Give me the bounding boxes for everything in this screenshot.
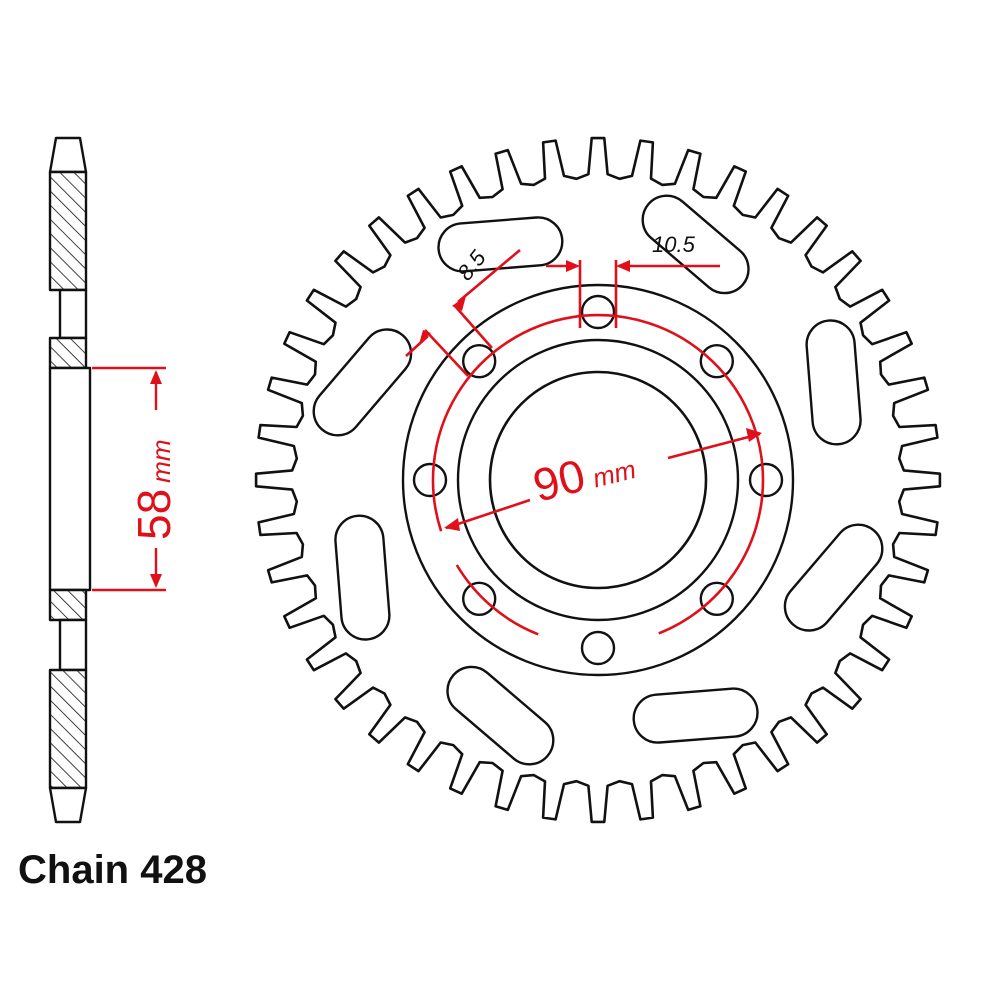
bolt-hole bbox=[462, 581, 497, 616]
bolt-hole bbox=[580, 630, 616, 666]
lightening-slot bbox=[312, 328, 413, 437]
profile-tooth-bottom bbox=[48, 786, 88, 824]
lightening-slot bbox=[334, 514, 391, 641]
lightening-slot bbox=[641, 194, 750, 295]
hub-width-label: 58mm bbox=[128, 440, 180, 541]
bolt-hole bbox=[699, 581, 734, 616]
bolt-hole bbox=[462, 344, 497, 379]
profile-gap-bottom bbox=[58, 618, 88, 672]
bolt-circle-leader-left bbox=[445, 498, 531, 530]
bolt-holes bbox=[412, 294, 784, 666]
profile-hub bbox=[48, 366, 92, 592]
bolt-circle-arc-upper bbox=[431, 313, 765, 532]
lightening-slot bbox=[632, 687, 759, 744]
bolt-circle-leader-right bbox=[667, 432, 761, 460]
profile-rim-bottom bbox=[48, 668, 88, 790]
bolt-circle-arc-lower bbox=[658, 479, 765, 635]
outer-hub-ring bbox=[401, 283, 795, 677]
side-profile-view bbox=[48, 136, 92, 824]
sprocket-front-view bbox=[254, 136, 942, 824]
lightening-slot bbox=[805, 319, 862, 446]
lightening-slot bbox=[446, 665, 555, 766]
profile-gap-top bbox=[58, 288, 88, 340]
bolt-circle-label: 90mm bbox=[528, 436, 640, 511]
bolt-circle-arc-lower-left bbox=[455, 564, 539, 636]
profile-section-lower bbox=[48, 588, 88, 622]
lightening-slot bbox=[437, 216, 564, 273]
chain-size-caption: Chain 428 bbox=[18, 848, 207, 892]
bolt-hole bbox=[748, 462, 784, 498]
bolt-hole bbox=[699, 344, 734, 379]
lightening-slots bbox=[312, 194, 884, 766]
bolt-hole-label: 10.5 bbox=[652, 232, 696, 257]
center-bore bbox=[488, 370, 708, 590]
inner-hub-ring bbox=[456, 338, 740, 622]
profile-rim-top bbox=[48, 170, 88, 292]
bolt-hole bbox=[412, 462, 448, 498]
hub-width-dimension bbox=[92, 366, 166, 592]
profile-tooth-top bbox=[48, 136, 88, 174]
sprocket-tooth-outline bbox=[254, 136, 942, 824]
profile-section-upper bbox=[48, 336, 88, 370]
lightening-slot bbox=[783, 523, 884, 632]
bolt-hole bbox=[580, 294, 616, 330]
bolt-circle-dimension bbox=[405, 249, 765, 636]
